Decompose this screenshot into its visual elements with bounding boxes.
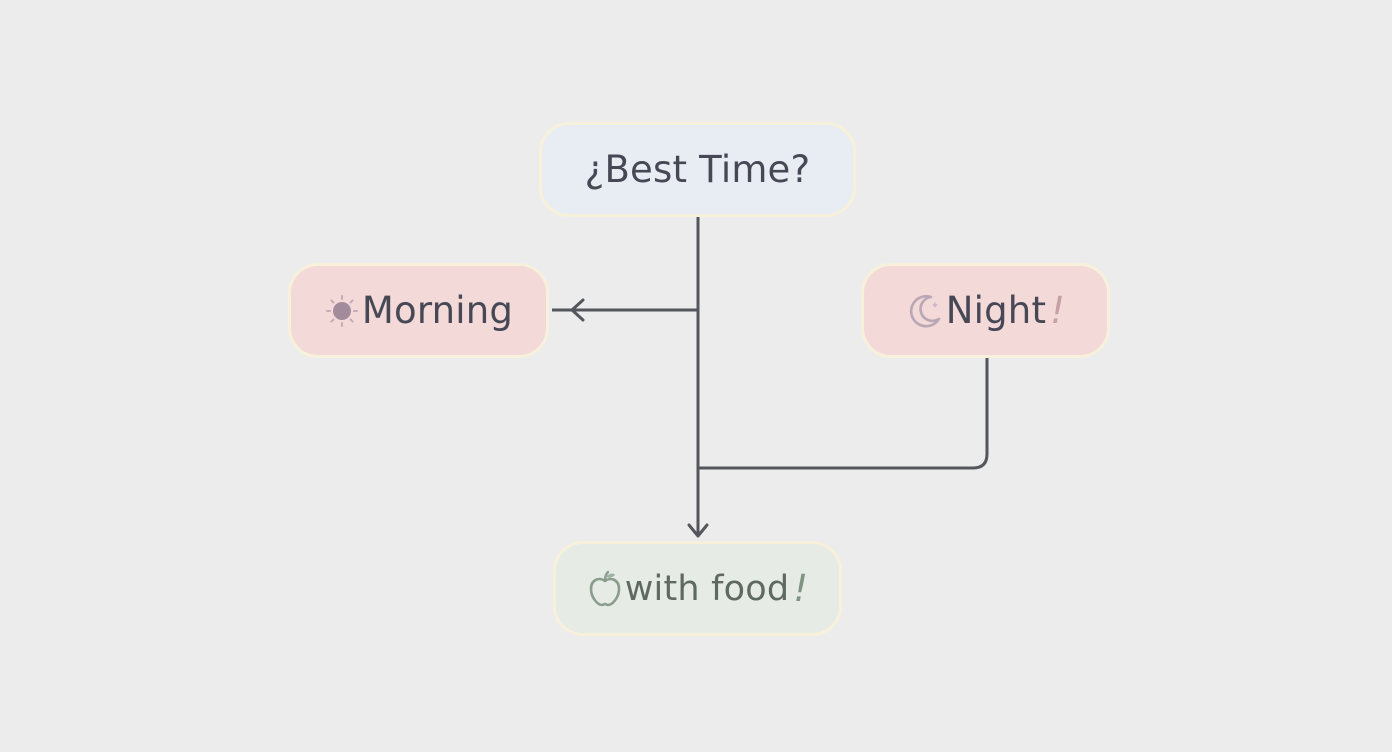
question-label: ¿Best Time? xyxy=(584,148,811,191)
moon-icon xyxy=(906,292,944,330)
morning-node: Morning xyxy=(288,263,549,358)
night-label: Night xyxy=(945,289,1047,332)
question-node: ¿Best Time? xyxy=(539,122,856,217)
food-exclamation: ! xyxy=(793,567,809,610)
connector-night-to-main xyxy=(698,358,989,470)
morning-label: Morning xyxy=(361,289,514,332)
food-node: with food ! xyxy=(553,541,842,636)
night-node: Night ! xyxy=(861,263,1110,358)
sun-icon xyxy=(324,293,360,329)
night-exclamation: ! xyxy=(1050,289,1066,332)
food-label: with food xyxy=(624,568,790,609)
arrow-to-food-head xyxy=(687,523,709,538)
apple-icon xyxy=(587,570,623,608)
arrow-to-morning-head xyxy=(570,298,585,322)
